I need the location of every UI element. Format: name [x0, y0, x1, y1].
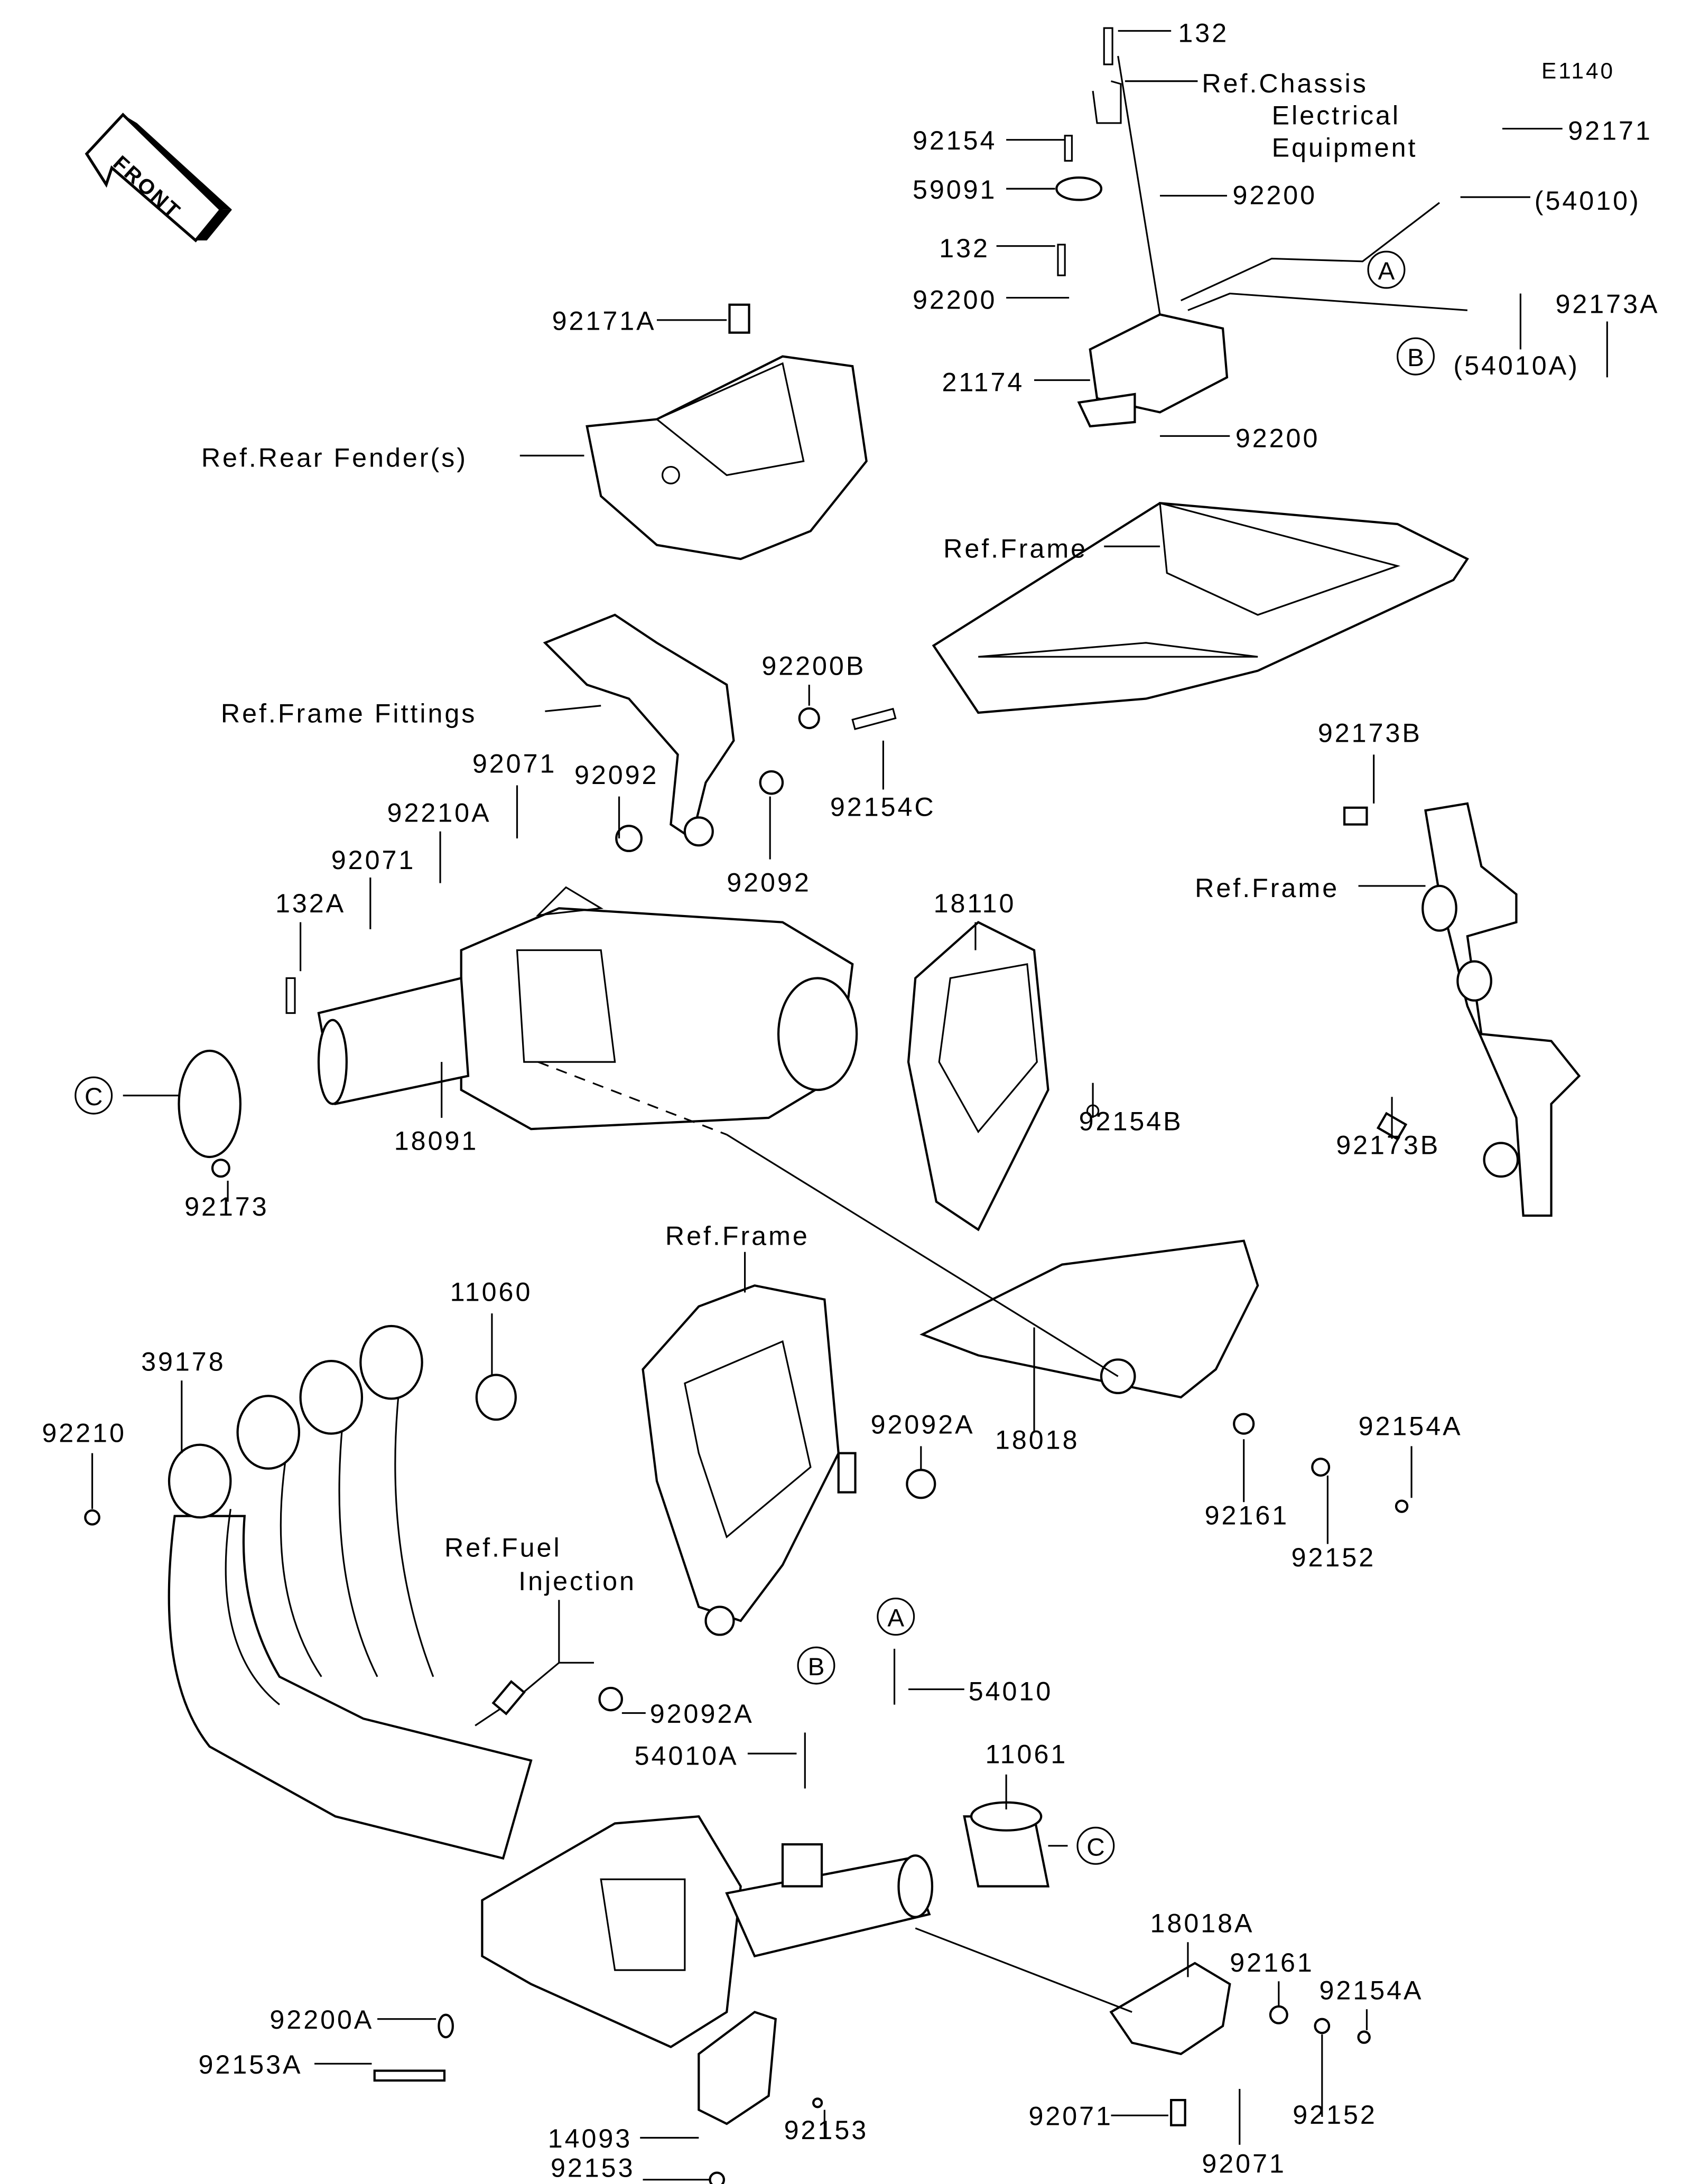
label: Ref.Fuel — [444, 1533, 562, 1562]
connector-c-left: C — [75, 1076, 113, 1115]
label: 92071 — [331, 845, 416, 875]
frame-fittings — [543, 613, 897, 852]
label: 92173A — [1555, 290, 1659, 319]
label: 14093 — [548, 2124, 633, 2153]
exhaust-header-39178 — [84, 1324, 533, 1860]
label: 92154A — [1359, 1411, 1463, 1441]
label: 92161 — [1205, 1501, 1289, 1530]
front-arrow-logo: FRONT — [85, 113, 233, 242]
label: (54010) — [1535, 186, 1641, 216]
leader-lines — [91, 30, 1608, 2181]
label: 21174 — [942, 368, 1024, 397]
label: 92210 — [42, 1418, 126, 1448]
label: 92173 — [184, 1192, 269, 1221]
part-labels: 132 Ref.Chassis Electrical Equipment E11… — [42, 18, 1659, 2183]
label: Ref.Chassis — [1202, 69, 1368, 98]
sleeve-11061 — [963, 1801, 1050, 1888]
label: 11061 — [985, 1740, 1067, 1769]
label: 54010 — [969, 1677, 1053, 1706]
label: 92154B — [1079, 1107, 1183, 1136]
label: 18091 — [394, 1126, 479, 1156]
label: 132A — [275, 889, 346, 918]
connector-c-bottom: C — [1076, 1826, 1115, 1865]
label: (54010A) — [1453, 351, 1579, 380]
label: 59091 — [913, 175, 997, 204]
label: 92200B — [761, 651, 866, 681]
label: Ref.Frame Fittings — [221, 698, 477, 728]
bracket-ref-frame-right — [1343, 802, 1581, 1217]
duct-18110 — [907, 921, 1100, 1231]
label: 92171 — [1568, 116, 1652, 146]
bracket-ref-chassis — [1055, 27, 1122, 276]
label: 92153 — [551, 2153, 635, 2183]
label: 92071 — [1202, 2149, 1286, 2179]
label: 39178 — [141, 1347, 226, 1377]
svg-text:B: B — [1407, 344, 1424, 372]
label: Ref.Frame — [1195, 873, 1339, 903]
label: 132 — [939, 234, 990, 263]
cover-14093 — [373, 2011, 823, 2184]
label: 92154C — [830, 792, 936, 822]
label: 92071 — [1028, 2102, 1113, 2131]
svg-text:A: A — [1378, 257, 1395, 285]
connector-b-bottom: B — [797, 1646, 835, 1685]
label: 92171A — [552, 306, 656, 335]
label: 18110 — [934, 889, 1016, 918]
muffler — [481, 1815, 934, 2048]
label: 18018 — [995, 1425, 1080, 1455]
label: Injection — [518, 1566, 636, 1596]
heat-guard-18018 — [919, 1239, 1409, 1513]
svg-text:C: C — [1086, 1833, 1104, 1861]
ecu-actuator-21174 — [1077, 55, 1229, 428]
bracket-ref-frame-center — [642, 1284, 857, 1636]
label: 132 — [1178, 18, 1229, 48]
label: 92092 — [574, 760, 659, 790]
label: 92173B — [1318, 718, 1422, 748]
label: Ref.Frame — [943, 534, 1088, 563]
label: 92154 — [913, 126, 997, 155]
label: 92153 — [784, 2115, 869, 2145]
label: 92071 — [472, 749, 557, 779]
label: 92154A — [1320, 1976, 1424, 2005]
svg-text:C: C — [85, 1083, 103, 1111]
clamp-92173 — [178, 1049, 241, 1178]
label: 54010A — [635, 1741, 739, 1770]
label: 92092A — [871, 1410, 975, 1440]
label: 92200 — [913, 285, 997, 315]
sensor-and-cables — [475, 1469, 936, 1789]
rear-fender — [586, 303, 868, 561]
label: Ref.Rear Fender(s) — [201, 443, 468, 473]
label: 92200 — [1233, 180, 1317, 210]
label: 92092A — [650, 1699, 754, 1729]
airbox-18091 — [285, 886, 858, 1131]
label: 92210A — [387, 798, 491, 827]
connector-a-bottom: A — [877, 1598, 915, 1636]
connector-a-top: A — [1367, 250, 1406, 289]
label: 92200 — [1235, 424, 1320, 453]
svg-text:B: B — [808, 1653, 825, 1681]
connector-b-top: B — [1397, 337, 1435, 376]
label: 11060 — [450, 1277, 533, 1306]
label: 92200A — [270, 2005, 374, 2034]
label: Ref.Frame — [665, 1221, 810, 1251]
label: Equipment — [1272, 133, 1418, 162]
label: Electrical — [1272, 101, 1400, 130]
label: 18018A — [1150, 1909, 1255, 1938]
label: 92153A — [199, 2050, 303, 2079]
label: 92092 — [727, 867, 811, 897]
label: 92173B — [1336, 1131, 1440, 1160]
label: 92152 — [1293, 2100, 1377, 2130]
label: 92161 — [1230, 1948, 1314, 1977]
frame-upper — [932, 502, 1469, 714]
cover-18018A — [1109, 1962, 1371, 2126]
diagram-code: E1140 — [1541, 58, 1615, 83]
label: 92152 — [1292, 1543, 1376, 1572]
svg-text:A: A — [887, 1604, 904, 1632]
